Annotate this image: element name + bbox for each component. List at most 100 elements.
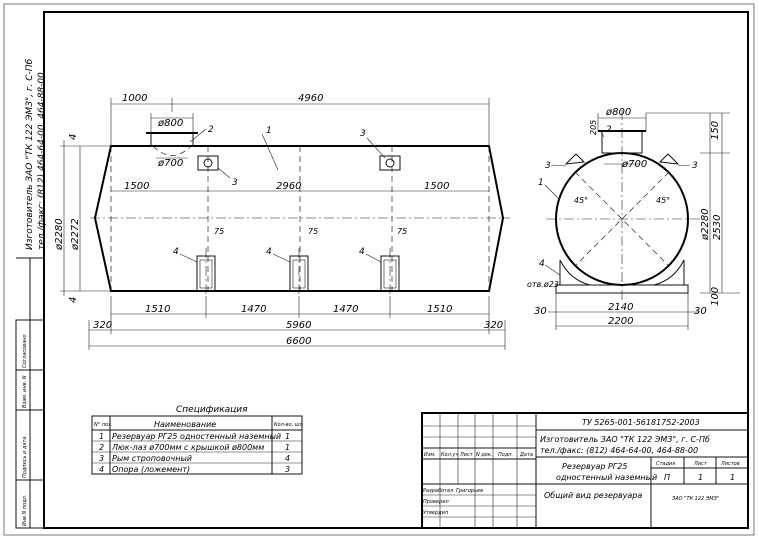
spec-row-4-name: Опора (ложемент) — [112, 465, 190, 474]
dim-hatch-700: ø700 — [157, 158, 183, 169]
dim-1510-left: 1510 — [145, 304, 170, 315]
end-view: ø800 ø700 2 3 3 1 45° 45° 4 отв.ø23 150 … — [527, 107, 740, 330]
end-callout-1: 1 — [538, 178, 544, 188]
spec-row-1-pos: 1 — [99, 432, 104, 441]
tb-sheet: 1 — [698, 473, 703, 482]
callout-4a: 4 — [173, 247, 179, 257]
dim-5960: 5960 — [286, 320, 311, 331]
end-dim-700: ø700 — [621, 159, 647, 170]
callout-1: 1 — [266, 126, 272, 136]
end-callout-2: 2 — [606, 125, 612, 135]
end-callout-4: 4 — [539, 259, 545, 269]
dim-75-3: 75 — [397, 227, 407, 236]
dim-1470-left: 1470 — [241, 304, 266, 315]
spec-row-4-pos: 4 — [99, 465, 104, 474]
tb-col-list: Лист — [459, 452, 474, 458]
spec-header-name: Наименование — [154, 420, 216, 429]
specification-table: Спецификация N° поз. Наименование Кол-во… — [91, 405, 304, 475]
tb-product-2: одностенный наземный — [556, 473, 657, 482]
end-dim-2530: 2530 — [712, 215, 723, 240]
end-callout-3a: 3 — [545, 161, 551, 171]
dim-1500-left: 1500 — [124, 181, 149, 192]
saddle-3 — [380, 248, 400, 296]
tb-col-izm: Изм. — [424, 452, 436, 458]
callout-4c: 4 — [359, 247, 365, 257]
stamp-replace: Взам. инв. N — [22, 375, 28, 408]
tb-developer-name: Григорьев — [456, 488, 483, 494]
tb-col-podp: Подп. — [498, 452, 513, 458]
left-stamp-column: Согласовано Взам. инв. N Подпись и дата … — [15, 257, 45, 529]
dim-2960: 2960 — [276, 181, 301, 192]
title-block: Изм. Кол.уч Лист N док. Подп. Дата Разра… — [421, 412, 749, 529]
callout-4b: 4 — [266, 247, 272, 257]
tb-role-developer: Разработал — [423, 488, 454, 494]
dim-1000: 1000 — [122, 93, 147, 104]
end-dim-150: 150 — [710, 121, 721, 140]
tb-sheet-header: Лист — [693, 461, 708, 467]
spec-row-2-pos: 2 — [99, 443, 104, 452]
dim-4-top: 4 — [68, 134, 79, 140]
tb-doc-title: Общий вид резервуара — [544, 491, 642, 500]
tb-doc-code: ТУ 5265-001-56181752-2003 — [582, 418, 700, 427]
end-dim-30-left: 30 — [534, 306, 547, 317]
dim-1500-right: 1500 — [424, 181, 449, 192]
tb-col-ndok: N док. — [476, 452, 492, 458]
saddle-1 — [196, 248, 216, 296]
stamp-original: Инв N подл. — [22, 495, 28, 526]
stamp-agreed: Согласовано — [22, 334, 28, 368]
stamp-signature: Подпись и дата — [22, 437, 28, 478]
spec-row-4-qty: 3 — [285, 465, 290, 474]
dim-75-2: 75 — [308, 227, 318, 236]
end-dim-205: 205 — [589, 120, 598, 135]
spec-row-1-qty: 1 — [285, 432, 290, 441]
tb-company: ЗАО "ТК 122 ЭМЗ" — [672, 496, 719, 502]
lifting-lug-right — [379, 155, 401, 171]
dim-2272: ø2272 — [70, 218, 81, 251]
tb-role-approver: Утвердил — [423, 510, 449, 516]
inner-frame — [43, 11, 749, 529]
spec-header-pos: N° поз. — [94, 422, 112, 428]
dim-320-left: 320 — [93, 320, 112, 331]
outer-border — [3, 3, 755, 536]
dim-flange-800: ø800 — [157, 118, 183, 129]
side-manufacturer-line2: тел./факс: (812) 464-64-00, 464-88-00 — [37, 72, 47, 250]
end-lug-left — [564, 153, 586, 165]
end-angle-45-left: 45° — [574, 196, 588, 205]
spec-row-2-name: Люк-лаз ø700мм с крышкой ø800мм — [111, 443, 264, 452]
spec-title: Спецификация — [176, 405, 248, 415]
end-dim-2200: 2200 — [608, 316, 633, 327]
tb-product-1: Резервуар РГ25 — [562, 462, 627, 471]
end-hole: отв.ø23 — [527, 280, 559, 289]
tb-col-kolvo: Кол.уч — [441, 452, 458, 458]
spec-row-3-pos: 3 — [99, 454, 104, 463]
spec-header-qty: Кол-во, шт. — [274, 422, 304, 428]
callout-3a: 3 — [232, 178, 238, 188]
end-saddle — [555, 284, 689, 294]
dim-75-1: 75 — [214, 227, 224, 236]
end-dim-30-right: 30 — [694, 306, 707, 317]
tb-col-data: Дата — [519, 452, 533, 458]
spec-row-3-name: Рым строповочный — [112, 454, 192, 463]
tb-stage-header: Стадия — [656, 461, 675, 467]
spec-row-3-qty: 4 — [285, 454, 290, 463]
tb-role-checker: Проверил — [423, 499, 449, 505]
front-view: 1000 4960 ø800 ø700 2 1 3 3 1500 2960 15… — [54, 93, 510, 350]
dim-1510-right: 1510 — [427, 304, 452, 315]
lifting-lug-left — [197, 155, 219, 171]
side-manufacturer-line1: Изготовитель ЗАО "ТК 122 ЭМЗ", г. С-Пб — [25, 58, 35, 250]
dim-4-bottom: 4 — [68, 297, 79, 303]
dim-320-right: 320 — [484, 320, 503, 331]
dim-6600: 6600 — [286, 336, 311, 347]
end-callout-3b: 3 — [692, 161, 698, 171]
tb-manufacturer-2: тел./факс: (812) 464-64-00, 464-88-00 — [540, 446, 698, 455]
callout-3b: 3 — [360, 129, 366, 139]
dim-4960: 4960 — [298, 93, 323, 104]
tb-manufacturer-1: Изготовитель ЗАО "ТК 122 ЭМЗ", г. С-Пб — [540, 435, 710, 444]
end-dim-2140: 2140 — [608, 302, 633, 313]
callout-2: 2 — [208, 125, 214, 135]
dim-1470-right: 1470 — [333, 304, 358, 315]
tb-sheets-header: Листов — [720, 461, 740, 467]
end-dim-100: 100 — [710, 287, 721, 306]
tb-sheets: 1 — [730, 473, 735, 482]
